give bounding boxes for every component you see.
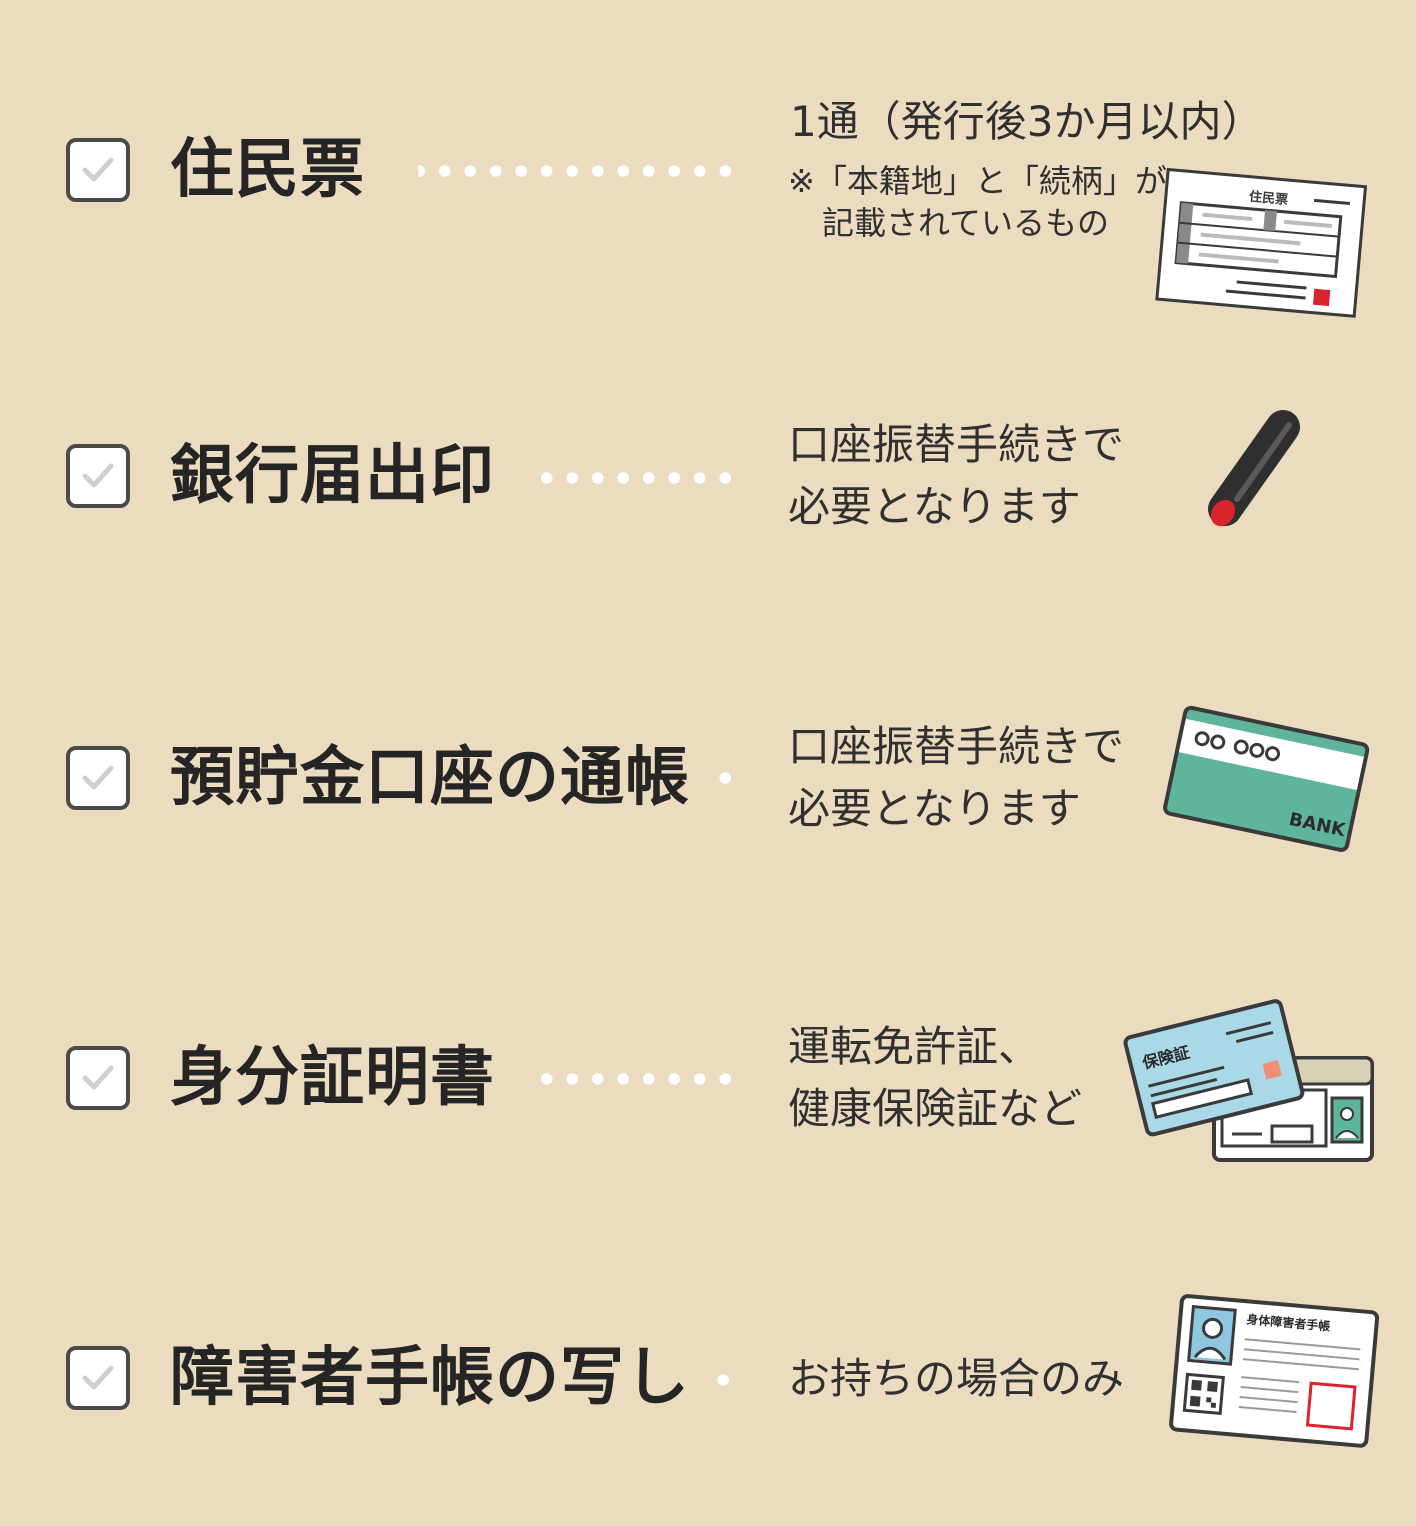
- item-title: 身分証明書: [170, 1041, 495, 1115]
- checkbox[interactable]: [66, 138, 130, 202]
- item-description-line-2: 必要となります: [788, 482, 1081, 531]
- checklist-item-juminhyo: 住民票 1通（発行後3か月以内） ※「本籍地」と「続柄」が 記載されているもの …: [0, 0, 1416, 318]
- checkbox[interactable]: [66, 1346, 130, 1410]
- item-description-line-1: 口座振替手続きで: [788, 420, 1125, 469]
- checklist-item-shogaisha-techo: 障害者手帳の写し お持ちの場合のみ 身体障害者手帳: [0, 0, 1416, 1448]
- checkmark-icon: [82, 1065, 114, 1090]
- disability-handbook-icon: 身体障害者手帳: [1160, 1290, 1390, 1459]
- item-title: 銀行届出印: [170, 439, 495, 513]
- bank-passbook-icon: BANK: [1160, 695, 1375, 859]
- checklist-item-mibun-shomeisho: 身分証明書 運転免許証、 健康保険証など 保険証: [0, 0, 1416, 1162]
- checkmark-icon: [82, 157, 114, 182]
- checklist-item-yochokin-tsucho: 預貯金口座の通帳 口座振替手続きで 必要となります BANK: [0, 0, 1416, 852]
- checklist-item-ginko-todokedein: 銀行届出印 口座振替手続きで 必要となります: [0, 0, 1416, 531]
- dotted-leader: [714, 1374, 736, 1386]
- note-line-1: ※「本籍地」と「続柄」が: [788, 162, 1167, 200]
- document-label: 住民票: [1248, 189, 1288, 208]
- item-note: ※「本籍地」と「続柄」が 記載されているもの: [788, 160, 1167, 244]
- checkbox[interactable]: [66, 444, 130, 508]
- checkmark-icon: [82, 1365, 114, 1390]
- item-description: 1通（発行後3か月以内）: [790, 97, 1264, 146]
- item-title: 住民票: [170, 133, 365, 207]
- dotted-leader: [716, 772, 738, 784]
- item-description-line-1: 口座振替手続きで: [788, 722, 1125, 771]
- item-description-line-1: 運転免許証、: [788, 1022, 1041, 1071]
- item-description-line-1: お持ちの場合のみ: [788, 1354, 1125, 1403]
- checkmark-icon: [82, 463, 114, 488]
- id-cards-icon: 保険証: [1122, 990, 1382, 1174]
- checkbox[interactable]: [66, 746, 130, 810]
- dotted-leader: [418, 165, 738, 177]
- item-title: 障害者手帳の写し: [170, 1341, 690, 1415]
- item-description-line-2: 健康保険証など: [788, 1084, 1083, 1133]
- dotted-leader: [530, 472, 738, 484]
- hanko-seal-icon: [1195, 405, 1315, 539]
- dotted-leader: [530, 1073, 738, 1085]
- checkmark-icon: [82, 765, 114, 790]
- handbook-label: 身体障害者手帳: [1246, 1311, 1331, 1333]
- item-description-line-2: 必要となります: [788, 784, 1081, 833]
- item-title: 預貯金口座の通帳: [170, 741, 690, 815]
- note-line-2: 記載されているもの: [822, 204, 1110, 242]
- checkbox[interactable]: [66, 1046, 130, 1110]
- juminhyo-document-icon: 住民票: [1150, 160, 1375, 334]
